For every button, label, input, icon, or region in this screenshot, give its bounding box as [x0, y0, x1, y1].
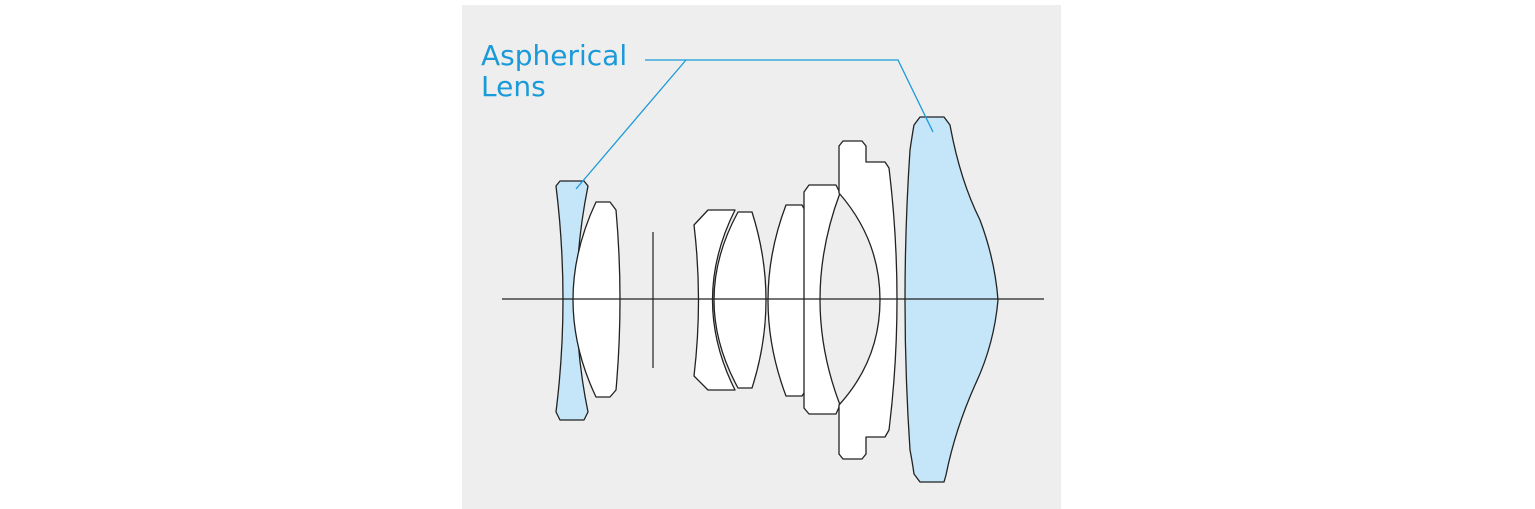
aspherical-label-line1: Aspherical [481, 39, 628, 72]
aspherical-lens-label: Aspherical Lens [481, 40, 627, 102]
aspherical-label-line2: Lens [481, 70, 546, 103]
label-leader-line [645, 59, 934, 133]
lens-element-1-aspherical [555, 180, 589, 421]
lens-element-5 [767, 204, 807, 397]
lens-element-6 [803, 184, 841, 415]
lens-element-4 [713, 211, 767, 389]
label-leader-branch [575, 59, 687, 190]
lens-element-7 [838, 140, 898, 460]
lens-element-3 [693, 209, 736, 391]
